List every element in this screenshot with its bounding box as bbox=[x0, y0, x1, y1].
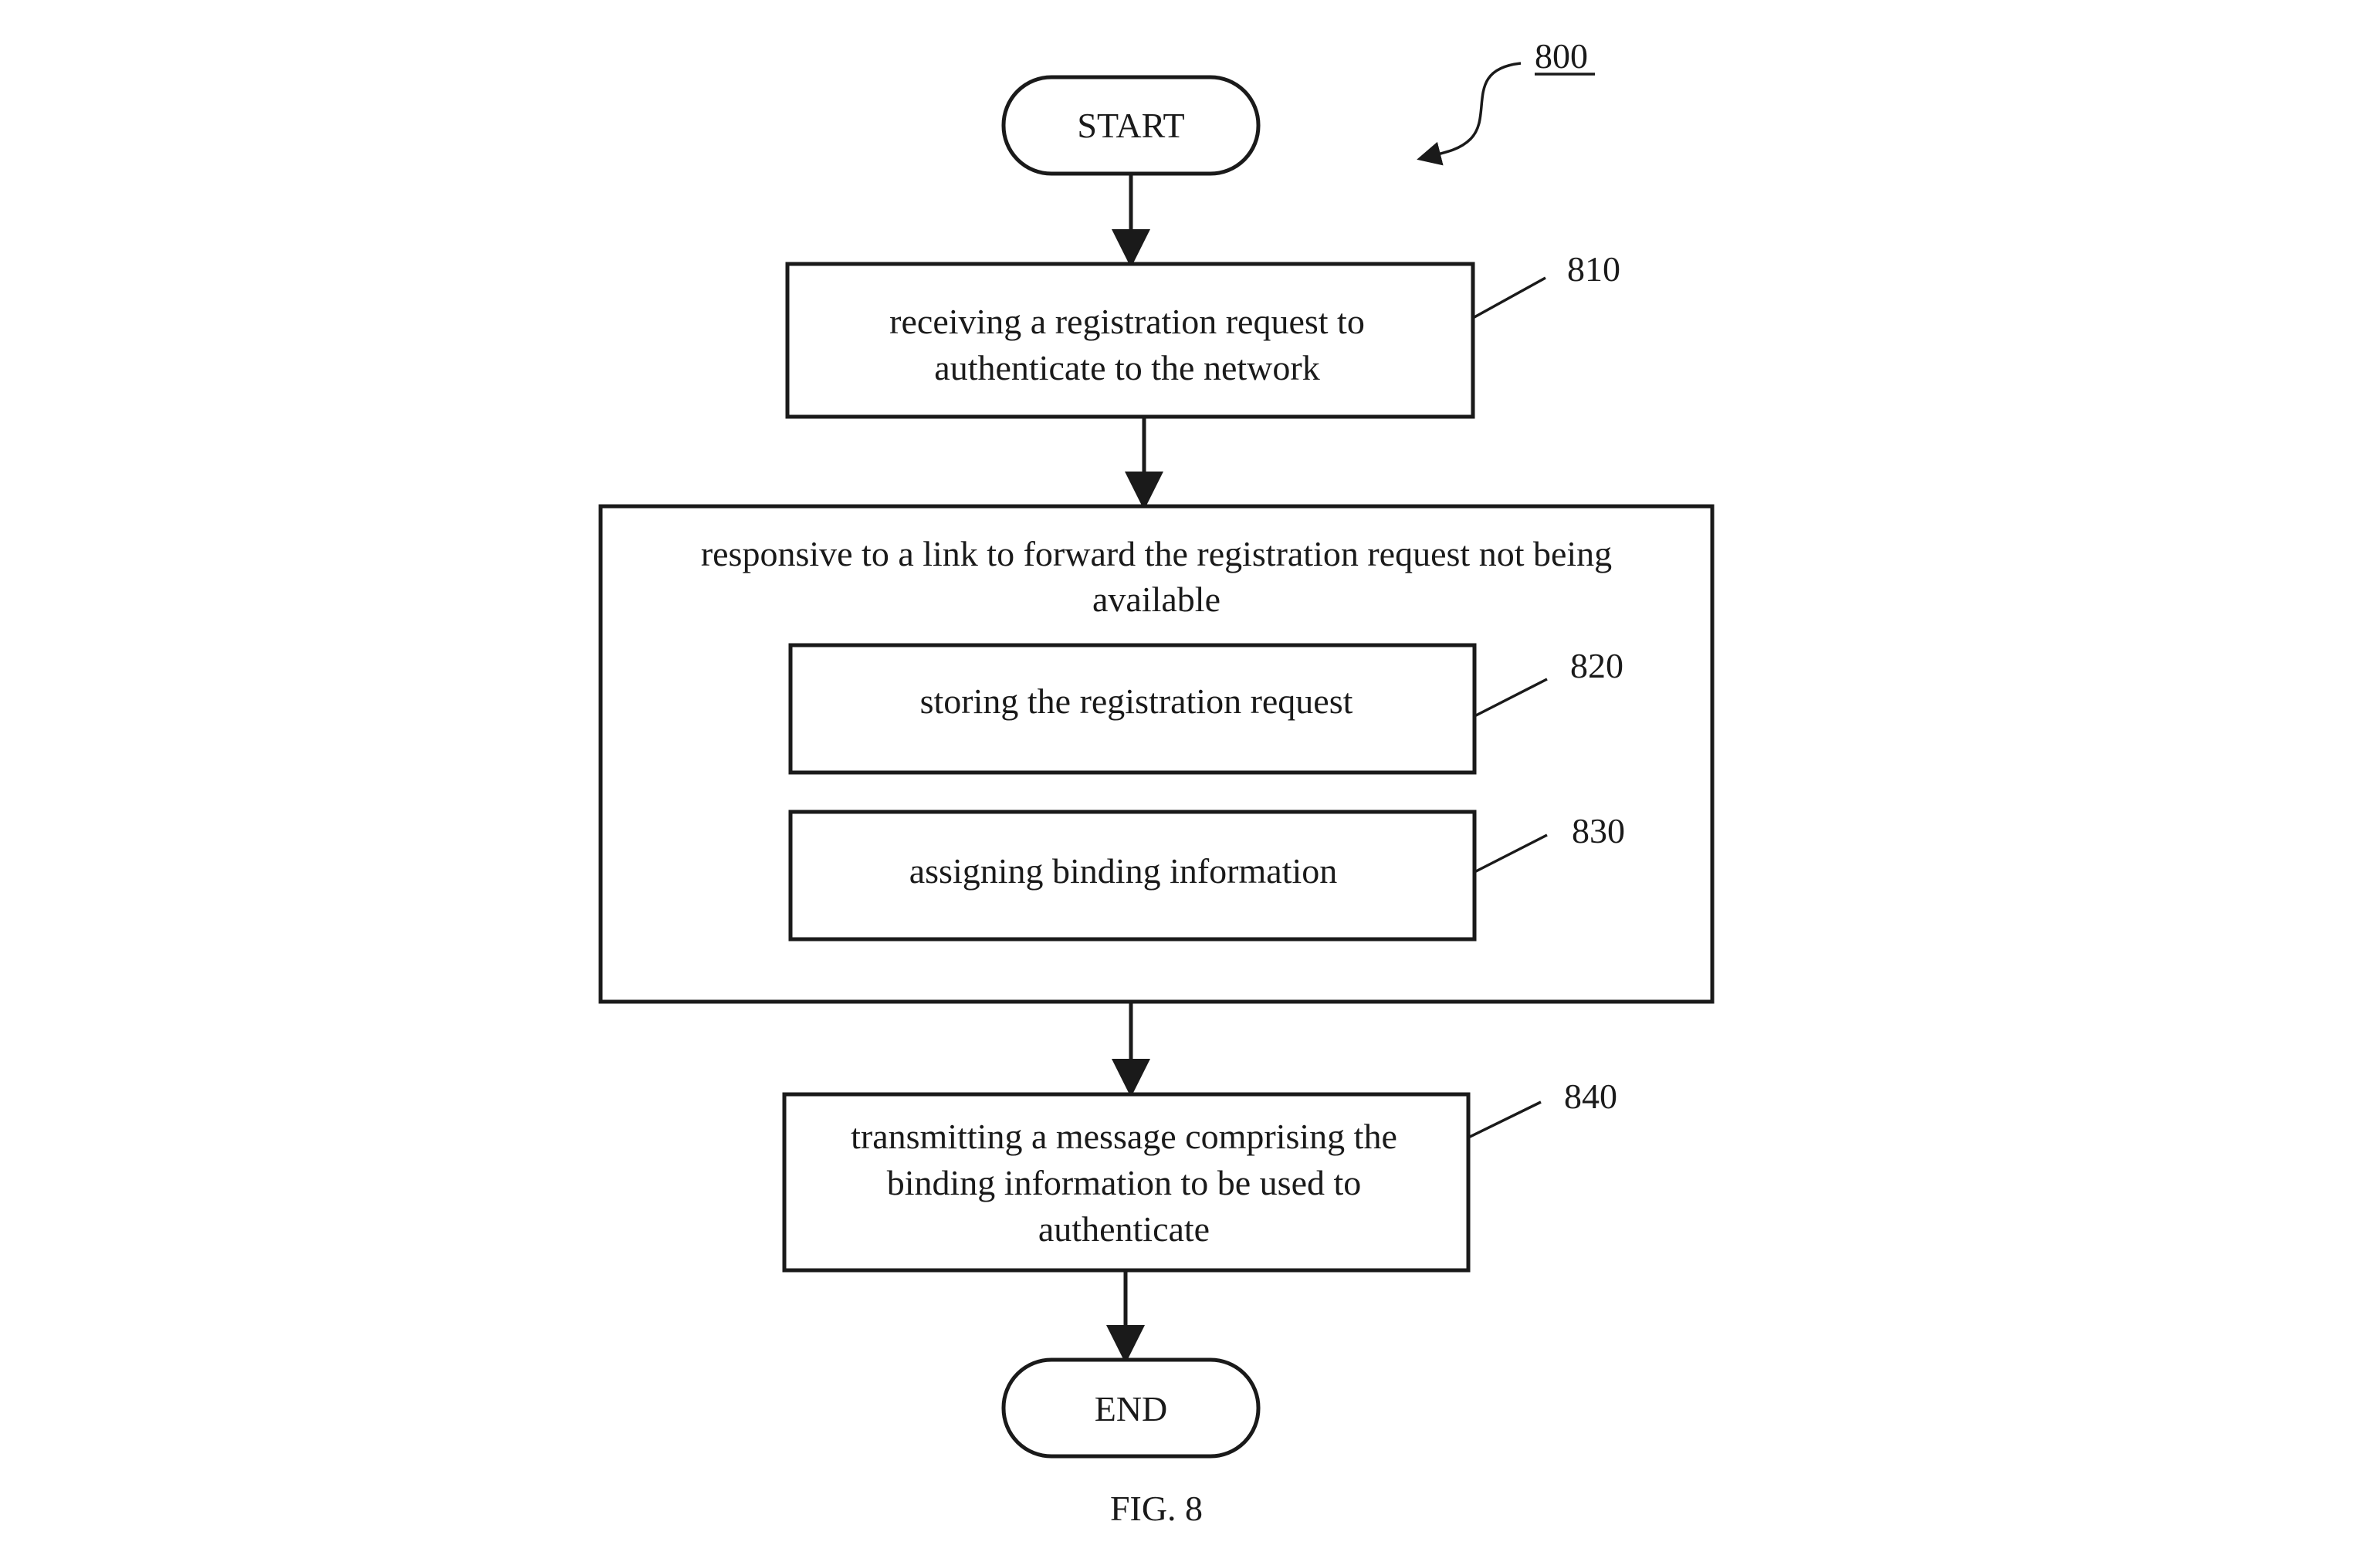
end-shape bbox=[1001, 1357, 1261, 1459]
step-810-box bbox=[785, 262, 1475, 419]
step-840: transmitting a message comprising the bi… bbox=[782, 1077, 1617, 1273]
step-810-line-1: receiving a registration request to bbox=[889, 302, 1365, 341]
step-840-line-1: transmitting a message comprising the bbox=[851, 1117, 1397, 1156]
step-820-box bbox=[788, 643, 1477, 775]
step-840-box bbox=[782, 1092, 1471, 1273]
step-840-line-2: binding information to be used to bbox=[887, 1163, 1362, 1202]
step-830-lead-line bbox=[1474, 833, 1548, 874]
step-840-ref: 840 bbox=[1564, 1077, 1617, 1116]
condition-group-line-2: available bbox=[1092, 580, 1220, 619]
step-820-ref: 820 bbox=[1570, 646, 1623, 685]
step-820: storing the registration request 820 bbox=[788, 643, 1623, 775]
step-810: receiving a registration request to auth… bbox=[785, 249, 1620, 419]
figure-caption: FIG. 8 bbox=[1110, 1489, 1203, 1528]
step-840-line-3: authenticate bbox=[1038, 1209, 1210, 1249]
figure-ref-pointer bbox=[1417, 62, 1522, 166]
step-830-ref: 830 bbox=[1572, 811, 1625, 850]
condition-group: responsive to a link to forward the regi… bbox=[598, 504, 1715, 1004]
step-810-ref: 810 bbox=[1567, 249, 1620, 289]
start-label: START bbox=[1077, 106, 1184, 145]
step-810-lead-line bbox=[1472, 276, 1546, 319]
end-terminal: END bbox=[1001, 1357, 1261, 1459]
step-820-lead-line bbox=[1474, 678, 1548, 718]
start-terminal: START bbox=[1001, 75, 1261, 176]
step-820-line-1: storing the registration request bbox=[920, 681, 1353, 721]
step-830-line-1: assigning binding information bbox=[909, 851, 1338, 891]
figure-ref-number: 800 bbox=[1535, 36, 1588, 76]
step-830-box bbox=[788, 810, 1477, 942]
step-840-lead-line bbox=[1468, 1100, 1542, 1139]
end-label: END bbox=[1095, 1389, 1168, 1428]
step-810-line-2: authenticate to the network bbox=[934, 348, 1319, 387]
figure-reference: 800 bbox=[1417, 36, 1595, 166]
condition-group-line-1: responsive to a link to forward the regi… bbox=[701, 534, 1612, 573]
step-830: assigning binding information 830 bbox=[788, 810, 1625, 942]
